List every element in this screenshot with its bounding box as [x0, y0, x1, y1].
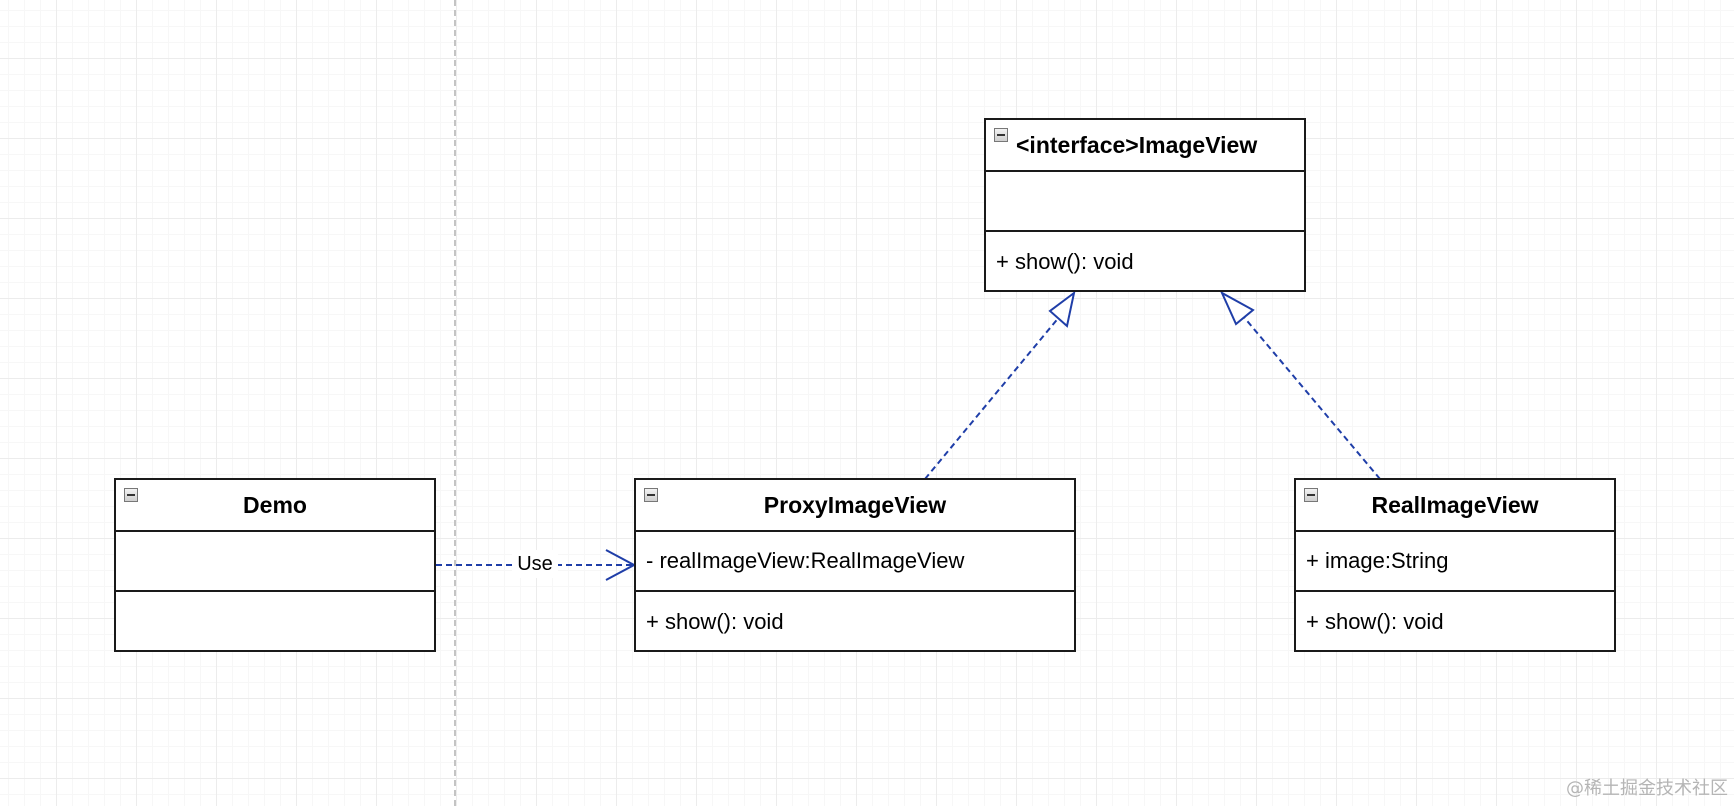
class-title: ProxyImageView — [763, 491, 947, 518]
class-header[interactable]: Demo — [116, 480, 434, 532]
watermark: @稀土掘金技术社区 — [1566, 778, 1728, 799]
class-header[interactable]: RealImageView — [1296, 480, 1614, 532]
page-break-line — [454, 0, 456, 806]
collapse-icon[interactable] — [644, 488, 658, 502]
attributes-section[interactable] — [116, 532, 434, 592]
operations-section[interactable]: + show(): void — [646, 608, 784, 634]
realization-line-proxy[interactable] — [924, 315, 1061, 480]
realization-arrowhead-proxy — [1048, 290, 1076, 328]
collapse-icon[interactable] — [994, 128, 1008, 142]
operations-section[interactable] — [116, 592, 434, 651]
use-label: Use — [512, 550, 558, 578]
class-proxyimageview[interactable]: ProxyImageView - realImageView:RealImage… — [634, 478, 1076, 652]
class-title: Demo — [243, 491, 307, 518]
operations-section[interactable]: + show(): void — [996, 248, 1134, 274]
class-header[interactable]: ProxyImageView — [636, 480, 1074, 532]
class-title: <interface>ImageView — [1016, 131, 1258, 158]
operations-section[interactable]: + show(): void — [1306, 608, 1444, 634]
class-realimageview[interactable]: RealImageView + image:String + show(): v… — [1294, 478, 1616, 652]
class-title: RealImageView — [1371, 491, 1539, 518]
collapse-icon[interactable] — [1304, 488, 1318, 502]
class-demo[interactable]: Demo — [114, 478, 436, 652]
collapse-icon[interactable] — [124, 488, 138, 502]
realization-arrowhead-real — [1219, 290, 1255, 326]
attributes-section[interactable] — [986, 172, 1304, 232]
attributes-section[interactable]: - realImageView:RealImageView — [636, 532, 1074, 592]
attributes-section[interactable]: + image:String — [1296, 532, 1614, 592]
class-header[interactable]: <interface>ImageView — [986, 120, 1304, 172]
realization-line-real[interactable] — [1242, 315, 1381, 480]
class-imageview-interface[interactable]: <interface>ImageView + show(): void — [984, 118, 1306, 292]
